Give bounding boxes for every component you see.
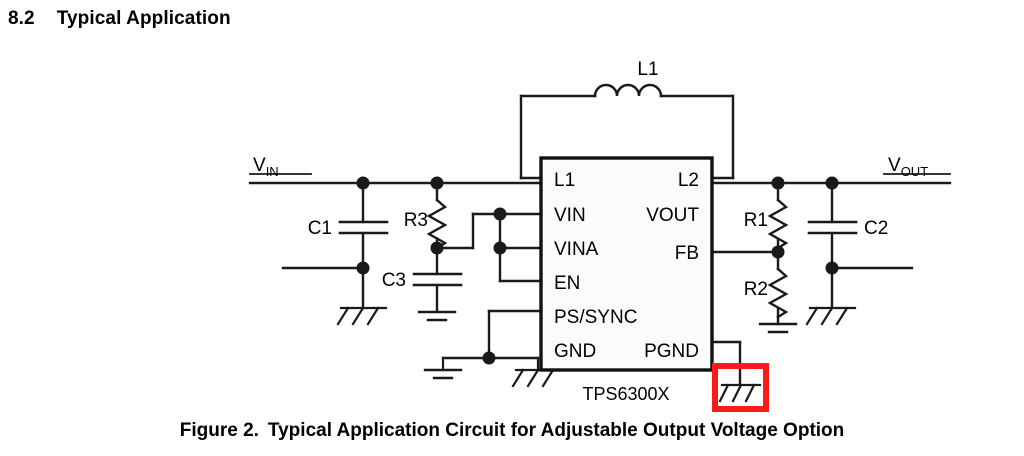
ic-pin-label-en: EN bbox=[554, 273, 580, 294]
feedback-divider bbox=[710, 181, 798, 334]
junction-dots bbox=[356, 176, 839, 365]
junction-gnd bbox=[482, 351, 496, 365]
figure-caption: Figure 2. Typical Application Circuit for… bbox=[0, 420, 1024, 442]
c2-branch bbox=[805, 181, 914, 326]
ic-pin-label-gnd: GND bbox=[554, 341, 596, 362]
junction-vina bbox=[493, 207, 507, 221]
junction-vin-c1 bbox=[356, 176, 370, 190]
ic-pin-label-vina: VINA bbox=[554, 239, 599, 260]
junction-en bbox=[493, 241, 507, 255]
junction-c2-stub bbox=[825, 261, 839, 275]
ic-pin-label-pssync: PS/SYNC bbox=[554, 307, 637, 328]
vin-rail bbox=[248, 173, 543, 185]
resistor-r1-zigzag bbox=[767, 198, 789, 250]
junction-r3-c3 bbox=[430, 241, 444, 255]
figure-number: Figure 2. bbox=[179, 420, 259, 441]
ic-pin-label-fb: FB bbox=[675, 243, 699, 264]
component-label-r1: R1 bbox=[744, 210, 768, 231]
section-heading: 8.2 Typical Application bbox=[8, 8, 231, 30]
schematic-diagram: L1 VIN VINA EN PS/SYNC GND L2 VOUT FB PG… bbox=[0, 40, 1024, 420]
component-label-c1: C1 bbox=[308, 218, 332, 239]
ground-earth-c3 bbox=[417, 310, 457, 322]
ic-pin-label-l1: L1 bbox=[554, 170, 575, 191]
ic-pin-label-vin: VIN bbox=[554, 205, 586, 226]
inductor-l1-net bbox=[519, 83, 735, 180]
figure-caption-text: Typical Application Circuit for Adjustab… bbox=[267, 420, 845, 441]
resistor-r2-zigzag bbox=[767, 267, 789, 319]
ground-chassis-pgnd bbox=[718, 383, 762, 403]
junction-vin-r3 bbox=[430, 176, 444, 190]
ic-pin-label-vout: VOUT bbox=[646, 205, 699, 226]
component-label-c2: C2 bbox=[864, 218, 888, 239]
ic-pin-label-l2: L2 bbox=[678, 170, 699, 191]
ic-body-tps6300x[interactable] bbox=[539, 156, 714, 372]
ic-part-number-label: TPS6300X bbox=[582, 384, 669, 404]
pgnd-ground-highlight[interactable] bbox=[712, 363, 769, 412]
c1-branch bbox=[281, 181, 389, 326]
net-label-vin: VIN bbox=[253, 155, 279, 179]
net-label-vout: VOUT bbox=[888, 155, 928, 179]
component-label-r2: R2 bbox=[744, 279, 768, 300]
section-title: Typical Application bbox=[56, 8, 231, 29]
junction-fb-tap bbox=[771, 245, 785, 259]
component-label-l1: L1 bbox=[637, 59, 658, 80]
inductor-l1-coil bbox=[593, 83, 663, 98]
ground-earth-r2 bbox=[758, 322, 798, 334]
section-number: 8.2 bbox=[8, 8, 35, 29]
ground-chassis-c1 bbox=[336, 306, 388, 326]
junction-vout-r1 bbox=[771, 176, 785, 190]
r3-branch bbox=[412, 181, 502, 322]
ic-pin-label-pgnd: PGND bbox=[644, 341, 699, 362]
component-label-c3: C3 bbox=[382, 270, 406, 291]
resistor-r3-zigzag bbox=[426, 198, 448, 250]
ground-earth-gnd bbox=[423, 356, 463, 380]
junction-vout-c2 bbox=[825, 176, 839, 190]
junction-c1-stub bbox=[356, 261, 370, 275]
ground-chassis-c2 bbox=[805, 306, 857, 326]
component-label-r3: R3 bbox=[404, 210, 428, 231]
